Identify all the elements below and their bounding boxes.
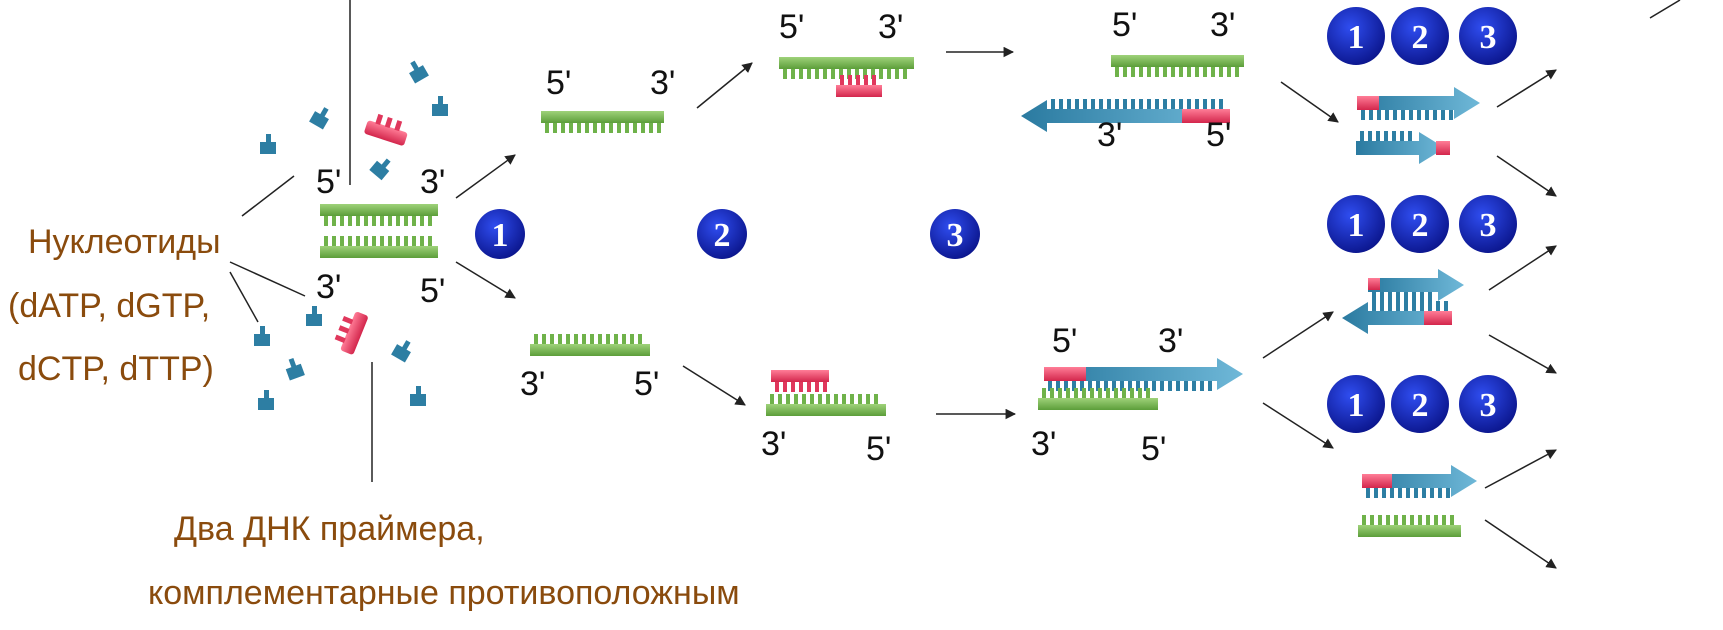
- nucleotide-icon: [369, 158, 391, 181]
- svg-text:3: 3: [1480, 387, 1497, 424]
- product-1-template: [1356, 131, 1445, 164]
- strand-end-label: 5': [546, 64, 571, 102]
- svg-text:1: 1: [1348, 387, 1365, 424]
- nucleotide-icon: [260, 134, 276, 154]
- primer-upper-step2: [836, 75, 882, 97]
- strand-end-label: 3': [878, 8, 903, 46]
- nucleotide-icon: [306, 306, 322, 326]
- primer-in-extension-upper: [1182, 109, 1230, 123]
- product-2-top: [1368, 269, 1464, 302]
- extension-lower-step3: [1044, 358, 1243, 391]
- nucleotide-icon: [391, 340, 411, 363]
- nucleotide-icon: [432, 96, 448, 116]
- nucleotide-icon: [285, 357, 305, 381]
- template-dna: [320, 204, 438, 258]
- strand-lower-step3: [1038, 388, 1158, 410]
- nucleotide-icon: [410, 386, 426, 406]
- strand-end-label: 3': [650, 64, 675, 102]
- free-primers: [334, 113, 408, 355]
- nucleotide-icon: [309, 107, 329, 130]
- strand-upper-step2: [779, 57, 914, 79]
- strand-end-label: 3': [316, 268, 341, 306]
- product-3-new: [1362, 465, 1477, 498]
- primers-label-line1: Два ДНК праймера,: [174, 510, 485, 548]
- svg-text:1: 1: [492, 217, 509, 254]
- step-2-circle: 2: [697, 209, 747, 259]
- strand-end-label: 5': [779, 8, 804, 46]
- nucleotide-icon: [409, 60, 429, 84]
- svg-text:3: 3: [1480, 19, 1497, 56]
- strand-end-label: 3': [1097, 116, 1122, 154]
- strand-end-label: 3': [1210, 6, 1235, 44]
- product-3-template: [1358, 515, 1461, 537]
- strand-end-label: 5': [1052, 322, 1077, 360]
- strand-end-label: 5': [1141, 430, 1166, 468]
- primer-in-extension-lower: [1044, 367, 1086, 381]
- svg-text:1: 1: [1348, 207, 1365, 244]
- strand-end-label: 3': [1158, 322, 1183, 360]
- strand-upper-step3: [1111, 55, 1244, 77]
- svg-text:1: 1: [1348, 19, 1365, 56]
- product-1-new: [1357, 87, 1480, 120]
- strand-end-label: 3': [1031, 425, 1056, 463]
- extension-upper-step3: [1021, 99, 1230, 132]
- strand-end-label: 3': [761, 425, 786, 463]
- strand-lower-step2: [766, 394, 886, 416]
- strand-end-label: 5': [634, 365, 659, 403]
- svg-text:2: 2: [1412, 387, 1429, 424]
- free-nucleotides: [254, 60, 448, 410]
- svg-text:2: 2: [1412, 19, 1429, 56]
- svg-text:2: 2: [1412, 207, 1429, 244]
- cycle-circles-top: 1 2 3: [1327, 7, 1517, 65]
- strand-end-label: 3': [420, 163, 445, 201]
- nucleotide-list-line1: (dATP, dGTP,: [8, 287, 210, 325]
- cycle-circles-bottom: 1 2 3: [1327, 375, 1517, 433]
- step-circles-main: 1 2 3: [475, 209, 980, 259]
- strand-lower-step1: [530, 334, 650, 356]
- strand-end-label: 5': [316, 163, 341, 201]
- step-3-circle: 3: [930, 209, 980, 259]
- svg-text:2: 2: [714, 217, 731, 254]
- strand-end-labels: 5' 3' 3' 5' 5' 3' 3' 5' 5' 3' 3' 5' 5' 3' 3' 5' 5' 3' 3' 5': [316, 6, 1235, 468]
- primer-lower-step2: [771, 370, 829, 392]
- nucleotide-icon: [258, 390, 274, 410]
- strand-end-label: 5': [866, 430, 891, 468]
- product-2-bottom: [1342, 301, 1452, 334]
- strand-end-label: 5': [1206, 116, 1231, 154]
- step-1-circle: 1: [475, 209, 525, 259]
- nucleotides-label: Нуклеотиды: [28, 223, 221, 261]
- dna-strands: [530, 55, 1480, 537]
- strand-upper-step1: [541, 111, 664, 133]
- nucleotide-list-line2: dCTP, dTTP): [18, 350, 214, 388]
- flow-arrows: [455, 46, 1557, 569]
- pointer-lines: [229, 0, 1681, 482]
- cycle-circles-middle: 1 2 3: [1327, 195, 1517, 253]
- svg-text:3: 3: [947, 217, 964, 254]
- primers-label-line2: комплементарные противоположным: [148, 574, 740, 612]
- svg-text:3: 3: [1480, 207, 1497, 244]
- strand-end-label: 5': [1112, 6, 1137, 44]
- strand-end-label: 3': [520, 365, 545, 403]
- nucleotide-icon: [254, 326, 270, 346]
- strand-end-label: 5': [420, 272, 445, 310]
